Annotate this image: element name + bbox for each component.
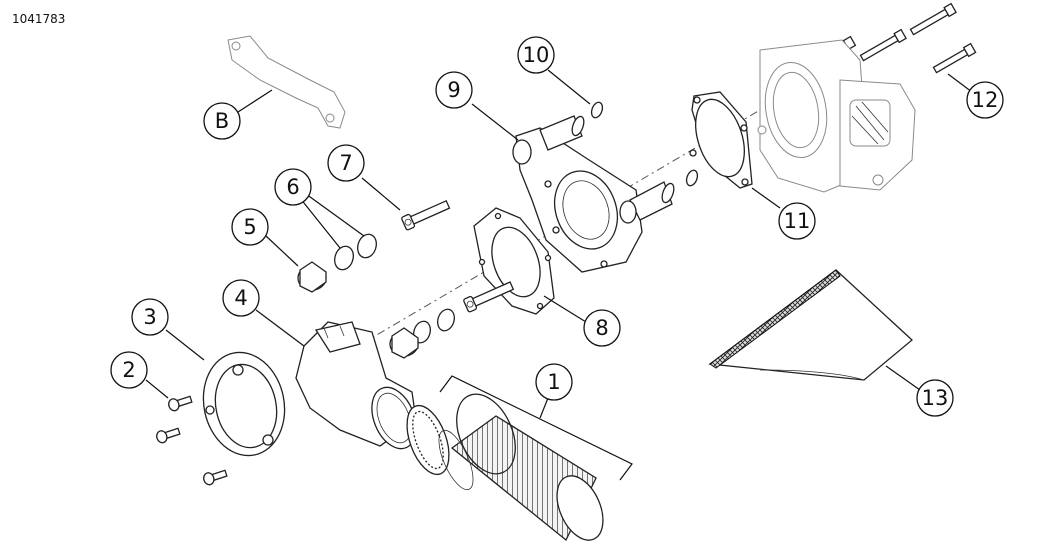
- leader-5: [265, 235, 299, 267]
- callout-9: 9: [435, 71, 473, 109]
- axis-line: [299, 109, 761, 381]
- callout-b-label: B: [215, 109, 229, 133]
- leader-1-bracket: [439, 375, 633, 481]
- leader-13: [885, 365, 921, 391]
- part-5-plug: [297, 261, 419, 359]
- part-11-gasket: [689, 91, 753, 189]
- leader-12: [947, 73, 973, 93]
- callout-1-label: 1: [547, 370, 560, 394]
- callout-9-label: 9: [447, 78, 460, 102]
- part-4-elbow-housing: [295, 321, 417, 450]
- leader-4: [255, 309, 305, 347]
- callout-10: 10: [517, 36, 555, 74]
- callout-5-label: 5: [243, 215, 256, 239]
- callout-4-label: 4: [234, 286, 247, 310]
- part-9-backing-plate: [512, 115, 675, 273]
- part-6-o-rings: [334, 233, 455, 344]
- callout-13-label: 13: [922, 386, 949, 410]
- leader-11: [751, 187, 781, 209]
- leader-7: [361, 177, 401, 211]
- callout-13: 13: [916, 379, 954, 417]
- callout-8: 8: [583, 309, 621, 347]
- leader-6b: [305, 193, 365, 237]
- part-10-o-rings: [590, 101, 699, 187]
- callout-11-label: 11: [784, 209, 811, 233]
- part-13-rain-sock: [708, 269, 913, 381]
- callout-4: 4: [222, 279, 260, 317]
- leader-6a: [299, 197, 341, 249]
- leader-10: [547, 69, 591, 105]
- leader-b: [237, 89, 273, 113]
- callout-1: 1: [535, 363, 573, 401]
- callout-6-label: 6: [286, 175, 299, 199]
- throttle-body: [757, 39, 916, 193]
- clamp: [406, 404, 450, 476]
- document-id: 1041783: [12, 12, 66, 26]
- callout-8-label: 8: [595, 316, 608, 340]
- callout-10-label: 10: [523, 43, 550, 67]
- callout-2: 2: [110, 351, 148, 389]
- leader-3: [165, 329, 205, 361]
- callout-2-label: 2: [122, 358, 135, 382]
- part-1-air-filter: [438, 393, 604, 542]
- leader-2: [145, 379, 169, 399]
- callout-3-label: 3: [143, 305, 156, 329]
- callout-7: 7: [327, 144, 365, 182]
- leader-8: [543, 295, 587, 323]
- callout-5: 5: [231, 208, 269, 246]
- part-2-screws: [156, 395, 228, 486]
- part-3-trim-ring: [202, 351, 286, 457]
- leader-9: [471, 103, 519, 141]
- callout-12-label: 12: [972, 88, 999, 112]
- part-b-bracket: [227, 35, 346, 129]
- callout-12: 12: [966, 81, 1004, 119]
- part-8-gasket: [473, 207, 555, 315]
- callout-6: 6: [274, 168, 312, 206]
- part-7-bolt: [401, 199, 515, 313]
- callout-b: B: [203, 102, 241, 140]
- callout-7-label: 7: [339, 151, 352, 175]
- callout-3: 3: [131, 298, 169, 336]
- callout-11: 11: [778, 202, 816, 240]
- leader-1: [539, 397, 549, 419]
